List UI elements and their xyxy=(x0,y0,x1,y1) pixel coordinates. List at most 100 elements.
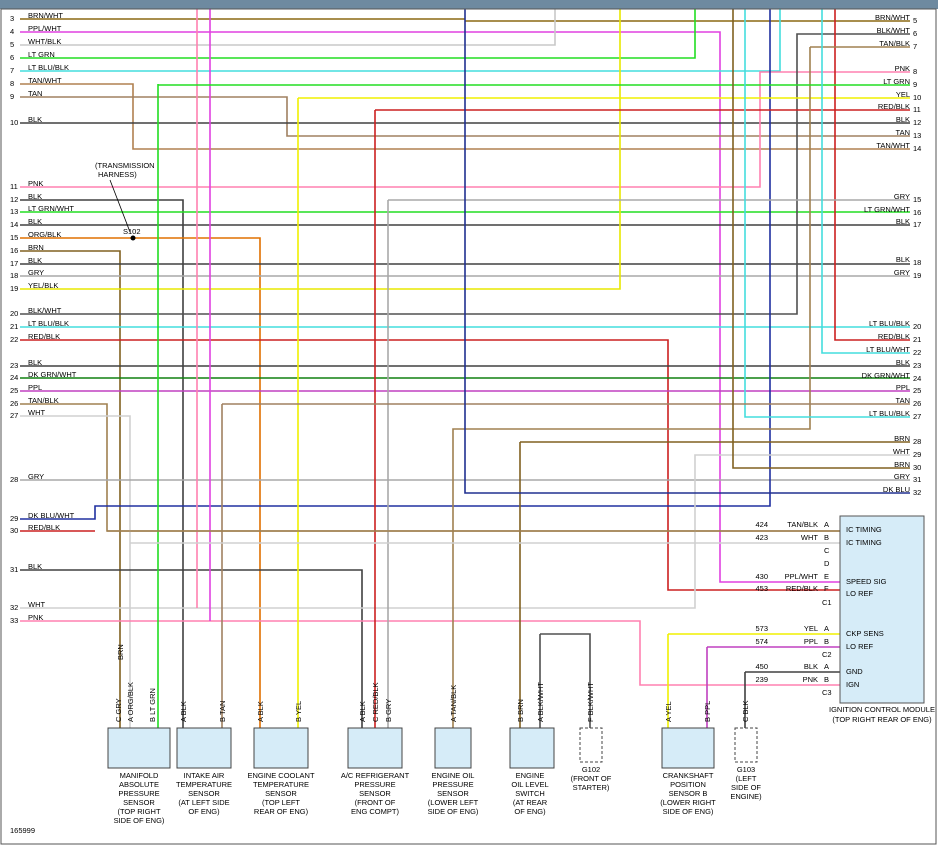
component-location-line: SIDE OF ENG) xyxy=(428,807,479,816)
pin-label: C BLK xyxy=(741,700,750,722)
right-row-label: BRN xyxy=(894,460,910,469)
right-row-number: 10 xyxy=(913,93,921,102)
component-name-line: TEMPERATURE xyxy=(176,780,232,789)
component-name-line: SENSOR xyxy=(359,789,391,798)
left-row-label: BRN xyxy=(28,243,44,252)
icm-wire-color: RED/BLK xyxy=(786,584,818,593)
pin-label: A YEL xyxy=(664,701,673,722)
right-row-number: 8 xyxy=(913,67,917,76)
component-name-line: PRESSURE xyxy=(354,780,395,789)
left-row-number: 6 xyxy=(10,53,14,62)
left-row-number: 12 xyxy=(10,195,18,204)
left-row-label: TAN/WHT xyxy=(28,76,62,85)
icm-circuit: 453 xyxy=(755,584,768,593)
left-row-label: DK BLU/WHT xyxy=(28,511,75,520)
left-row-number: 11 xyxy=(10,182,18,191)
right-row-number: 19 xyxy=(913,271,921,280)
right-row-label: LT BLU/BLK xyxy=(869,409,910,418)
wire-org-blk xyxy=(20,237,261,728)
left-row-label: GRY xyxy=(28,268,44,277)
right-row-number: 23 xyxy=(913,361,921,370)
left-row-label: LT BLU/BLK xyxy=(28,319,69,328)
components-layer: IGNITION CONTROL MODULE(TOP RIGHT REAR O… xyxy=(107,515,935,825)
left-row-label: BLK/WHT xyxy=(28,306,62,315)
left-row-number: 24 xyxy=(10,373,18,382)
right-row-number: 21 xyxy=(913,335,921,344)
component-name-line: PRESSURE xyxy=(118,789,159,798)
wire-ppl-wht xyxy=(20,31,840,583)
wire-blk-wht xyxy=(20,33,910,315)
component-location-line: SIDE OF ENG) xyxy=(114,816,165,825)
leader-line xyxy=(109,179,131,233)
right-row-label: DK GRN/WHT xyxy=(862,371,911,380)
right-row-number: 25 xyxy=(913,386,921,395)
wire-lt-grn xyxy=(20,9,696,59)
component-name-line: SWITCH xyxy=(515,789,545,798)
icm-pin: A xyxy=(824,520,829,529)
icm-pin: B xyxy=(824,637,829,646)
left-row-label: WHT xyxy=(28,600,45,609)
component-name-line: TEMPERATURE xyxy=(253,780,309,789)
right-row-number: 20 xyxy=(913,322,921,331)
pin-label: B BRN xyxy=(516,699,525,722)
icm-circuit: 450 xyxy=(755,662,768,671)
left-row-number: 29 xyxy=(10,514,18,523)
right-row-label: BLK xyxy=(896,255,910,264)
left-row-label: DK GRN/WHT xyxy=(28,370,77,379)
left-row-number: 18 xyxy=(10,271,18,280)
component-location-line: (FRONT OF xyxy=(571,774,612,783)
wire-tan-wht xyxy=(20,83,910,150)
right-row-label: WHT xyxy=(893,447,910,456)
right-row-label: BLK xyxy=(896,217,910,226)
right-row-number: 16 xyxy=(913,208,921,217)
right-row-number: 6 xyxy=(913,29,917,38)
right-row-label: LT GRN xyxy=(883,77,910,86)
icm-wire-color: WHT xyxy=(801,533,818,542)
icm-wire-color: PPL/WHT xyxy=(785,572,819,581)
wire-ltblu-blk-27 xyxy=(744,9,910,418)
component-location-line: (TOP LEFT xyxy=(262,798,300,807)
right-row-label: BLK xyxy=(896,115,910,124)
left-row-label: YEL/BLK xyxy=(28,281,58,290)
left-row-label: WHT xyxy=(28,408,45,417)
icm-wire-color: BLK xyxy=(804,662,818,671)
pin-label: C GRY xyxy=(114,698,123,722)
icm-wire-color: YEL xyxy=(804,624,818,633)
component-name-line: SENSOR B xyxy=(669,789,708,798)
left-row-label: RED/BLK xyxy=(28,332,60,341)
left-row-label: LT GRN xyxy=(28,50,55,59)
splice-s102 xyxy=(130,235,136,241)
right-row-number: 12 xyxy=(913,118,921,127)
icm-wire-color: TAN/BLK xyxy=(787,520,818,529)
left-row-number: 8 xyxy=(10,79,14,88)
component-name-line: SENSOR xyxy=(437,789,469,798)
component-location-line: ENG COMPT) xyxy=(351,807,399,816)
left-row-number: 13 xyxy=(10,207,18,216)
component-location-line: ENGINE) xyxy=(730,792,762,801)
component-name-line: ENGINE COOLANT xyxy=(247,771,315,780)
wire-yel-blk xyxy=(20,9,621,290)
ignition-control-module xyxy=(839,515,925,704)
icm-pin: F xyxy=(824,584,829,593)
right-row-label: RED/BLK xyxy=(878,332,910,341)
right-row-label: GRY xyxy=(894,472,910,481)
left-row-number: 4 xyxy=(10,27,14,36)
wire-tan xyxy=(20,96,910,137)
left-row-number: 14 xyxy=(10,220,18,229)
wire-tan-blk-v xyxy=(452,47,811,728)
component-name-line: G102 xyxy=(582,765,600,774)
icm-title: IGNITION CONTROL MODULE xyxy=(829,705,935,714)
wire-red-blk-r21 xyxy=(834,9,910,341)
wires-layer xyxy=(20,9,910,728)
wire-wht-blk xyxy=(20,9,556,46)
harness-label-2: HARNESS) xyxy=(98,170,137,179)
right-row-label: BRN/WHT xyxy=(875,13,910,22)
left-row-label: BLK xyxy=(28,115,42,124)
wire-dkblu-wht xyxy=(20,9,771,520)
left-row-number: 16 xyxy=(10,246,18,255)
